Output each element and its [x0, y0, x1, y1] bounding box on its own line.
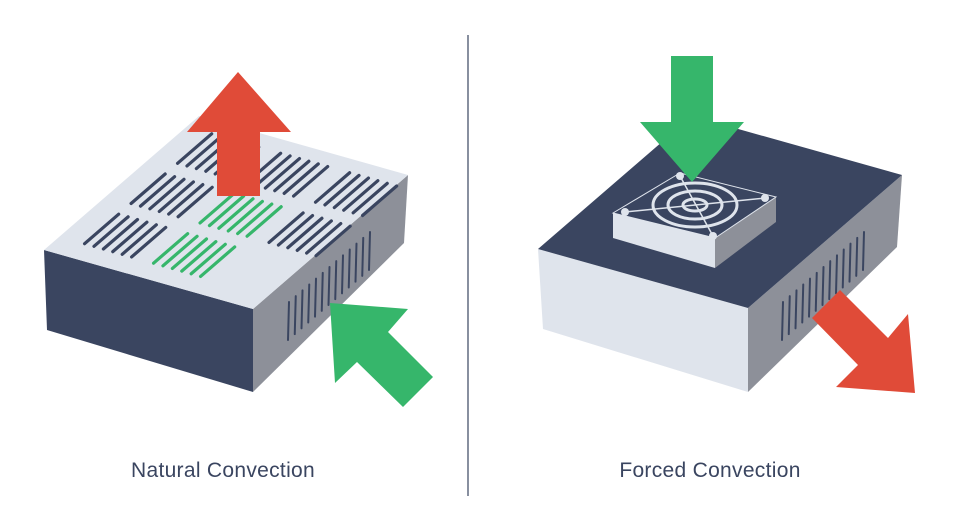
vent-slot	[781, 301, 784, 341]
vent-slot	[101, 217, 140, 251]
vent-slot	[835, 254, 838, 295]
vent-slot	[787, 295, 791, 336]
forced-convection-label: Forced Convection	[619, 459, 801, 482]
vent-slot	[207, 194, 246, 228]
vent-slot	[848, 242, 852, 283]
vent-slot	[185, 134, 223, 168]
air-in-arrow-icon	[640, 56, 744, 182]
vent-slot	[189, 242, 227, 276]
vent-slot	[862, 231, 865, 271]
vent-slot	[341, 254, 344, 295]
vent-slot	[323, 173, 361, 207]
fan-icon	[611, 172, 778, 268]
air-out-arrow-icon	[812, 290, 915, 393]
side-vents	[781, 231, 865, 341]
vent-slot	[855, 236, 859, 277]
vent-slot	[342, 179, 380, 212]
vent-slot	[226, 199, 264, 233]
vent-slot	[332, 176, 371, 210]
vent-slot	[236, 202, 274, 236]
vent-slot	[130, 225, 168, 259]
vent-slot	[276, 213, 315, 247]
vent-slot	[327, 266, 331, 306]
vent-slot	[263, 156, 302, 190]
cool-air-in-arrow-icon	[330, 303, 433, 407]
vent-slot	[175, 132, 214, 165]
vent-slot	[351, 181, 389, 215]
vent-slot	[313, 171, 352, 204]
vent-slot	[170, 237, 209, 271]
vent-slot	[320, 271, 324, 312]
vent-slot	[360, 184, 399, 218]
vent-slot	[808, 277, 811, 318]
vent-slot	[794, 289, 798, 330]
vent-slot	[180, 240, 218, 273]
vent-slot	[300, 289, 304, 330]
vent-slot	[801, 283, 805, 324]
top-vents	[82, 132, 399, 279]
vent-slot	[217, 197, 255, 230]
vent-slot	[176, 185, 214, 219]
vent-slot	[821, 266, 825, 306]
hot-air-out-arrow-icon	[187, 72, 291, 196]
vent-slot	[295, 219, 333, 252]
vent-slot	[307, 283, 311, 324]
vent-slot	[198, 191, 236, 225]
vent-slot	[151, 232, 190, 265]
box-side-face	[253, 175, 408, 392]
box-side-face	[748, 175, 902, 392]
box-front-face	[44, 250, 253, 392]
vent-slot	[828, 260, 832, 301]
vent-slot	[287, 301, 290, 341]
vent-slot	[129, 172, 167, 206]
vent-slot	[92, 215, 130, 248]
vent-slot	[167, 183, 205, 216]
vent-slot	[157, 180, 195, 214]
vent-slot	[282, 162, 320, 195]
vent-slot	[82, 212, 121, 246]
vent-slot	[314, 224, 352, 258]
vent-slot	[273, 159, 311, 193]
vent-slot	[334, 260, 338, 301]
vent-slot	[368, 231, 371, 271]
vent-slot	[138, 175, 177, 208]
vent-slot	[245, 205, 283, 238]
box-front-face	[538, 249, 748, 392]
side-vents	[287, 231, 371, 341]
vent-slot	[198, 245, 237, 279]
vent-slot	[254, 154, 292, 188]
vent-slot	[361, 236, 365, 277]
vent-slot	[148, 177, 186, 211]
vent-slot	[291, 164, 330, 198]
vent-slot	[305, 221, 343, 255]
vent-slot	[293, 295, 297, 336]
vent-slot	[314, 277, 317, 318]
vent-slot	[267, 211, 305, 245]
vent-slot	[354, 242, 358, 283]
vent-slot	[161, 234, 199, 268]
vent-slot	[286, 216, 324, 250]
vent-slot	[814, 271, 818, 312]
vent-slot	[120, 223, 158, 256]
vent-slot	[111, 220, 149, 254]
vent-slot	[841, 248, 845, 289]
natural-convection-label: Natural Convection	[131, 459, 315, 482]
natural-convection-box	[44, 116, 408, 392]
vent-slot	[347, 248, 351, 289]
